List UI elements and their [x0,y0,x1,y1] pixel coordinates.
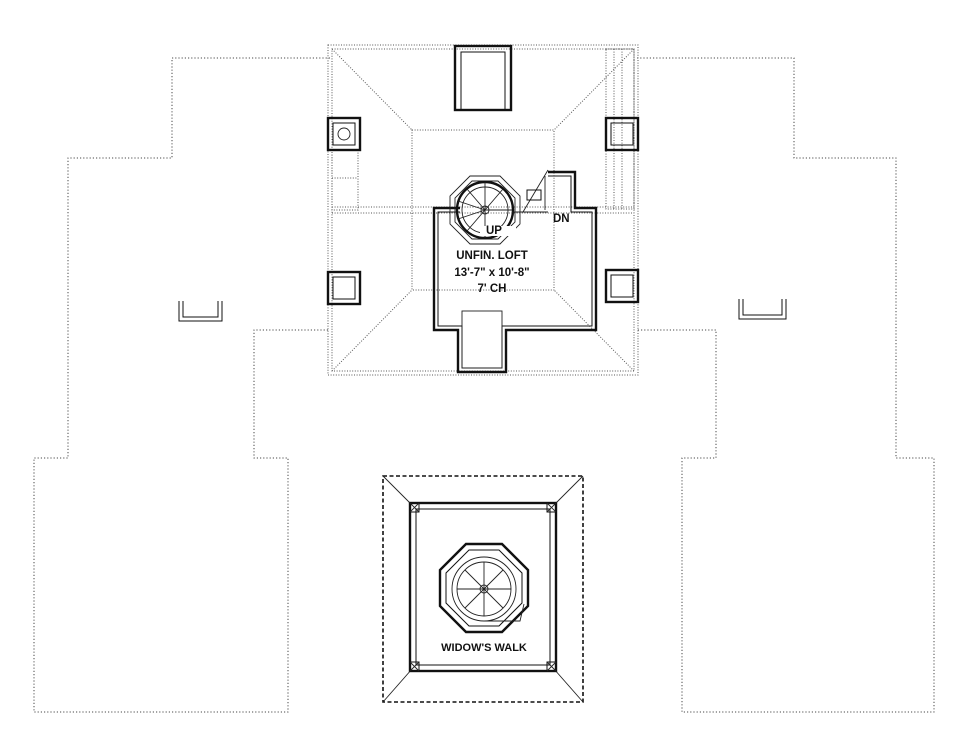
loft-dimensions: 13'-7" x 10'-8" [454,267,529,279]
column-bottom-right [604,268,640,304]
widows-walk-spiral-stair [438,542,530,634]
column-top-right [604,116,640,152]
column-bottom-left [326,270,362,306]
stair-up-label: UP [486,225,502,237]
loft-label: UNFIN. LOFT 13'-7" x 10'-8" 7' CH [454,250,529,295]
widows-walk-corner-posts [409,502,557,672]
stair-down-label: DN [553,213,570,225]
down-stair: DN [512,169,570,225]
column-top-left [326,116,362,152]
loft-spiral-stair: UP [449,175,521,245]
chimney [453,44,513,112]
loft-walls [432,170,598,374]
roof-outline [33,57,935,713]
dormer-right [738,299,787,320]
loft-ceiling-height: 7' CH [478,283,507,295]
loft-name: UNFIN. LOFT [456,250,528,262]
widows-walk-label: WIDOW'S WALK [441,642,527,654]
dormer-left [178,301,223,322]
widows-walk: WIDOW'S WALK [382,475,584,703]
